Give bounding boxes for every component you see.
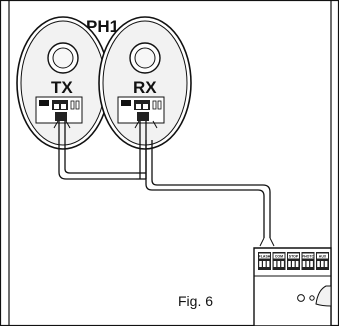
rx-jumper-left [121,100,131,106]
rx-terminal-screw-1 [136,104,141,109]
board-hole-2 [309,295,315,301]
tx-terminal-screw-2 [61,104,66,109]
terminal-screw [288,261,291,267]
terminal-screw [302,261,306,267]
terminal-block-label: FLASH [259,254,271,258]
tx-terminal-block [52,100,68,110]
tx-terminal-screw-1 [54,104,59,109]
terminal-screw [273,261,277,267]
receiver-label: RX [133,78,157,97]
terminal-screw [306,261,310,267]
terminal-block-label-plate [288,253,299,259]
terminal-screw [259,261,262,267]
board-wire-fan [259,237,275,247]
terminal-screw [317,261,320,267]
terminal-screw [266,261,270,267]
terminal-block-label-plate [302,253,314,259]
terminal-block-photo: PHOTO [301,252,315,270]
tx-wire-b [64,121,136,174]
terminal-block-label-plate [273,253,285,259]
rx-slot-2 [157,100,162,110]
wiring [58,121,271,238]
terminal-block-flash: FLASH [258,252,271,270]
receiver-photocell: RX [98,16,192,150]
tx-slot-1 [70,100,75,110]
tx-jumper-left [39,100,49,106]
terminal-block-label-plate [317,253,328,259]
rx-slot-1 [152,100,157,110]
terminal-block-label: PHOTO [302,254,315,258]
device-group-label: PH1 [86,17,119,36]
transmitter-label: TX [51,78,73,97]
figure-caption: Fig. 6 [178,293,213,309]
terminal-screw [295,261,299,267]
terminal-block-label-plate [259,253,270,259]
tx-lens-inner [52,47,74,69]
terminal-block-aux: AUX [316,252,329,270]
wire-ends [53,120,275,247]
terminal-screw [292,261,295,267]
rx-wire-fan [134,120,158,129]
terminal-screw [263,261,266,267]
rx-lens-inner [134,47,156,69]
terminal-screw [324,261,328,267]
terminal-block-stop: STOP [287,252,300,270]
tx-connector [55,112,67,121]
rx-connector [137,112,149,121]
terminal-screw [277,261,281,267]
tx-slot-2 [75,100,80,110]
bundle-wire-a [145,140,265,238]
board-hole-1 [297,294,305,302]
rx-terminal-block [134,100,150,110]
terminal-block-label: COM [275,254,283,258]
terminal-screw [321,261,324,267]
board-clip [315,285,332,307]
terminal-screw [281,261,284,267]
tx-wire-fan [53,120,71,129]
terminal-screw [310,261,313,267]
rx-terminal-screw-2 [143,104,148,109]
terminal-block-label: AUX [319,254,327,258]
tx-wire-a [58,121,136,180]
bundle-wire-b [151,140,271,238]
terminal-block-com: COM [272,252,286,270]
terminal-block-label: STOP [289,254,299,258]
transmitter-photocell: TX [16,16,110,150]
